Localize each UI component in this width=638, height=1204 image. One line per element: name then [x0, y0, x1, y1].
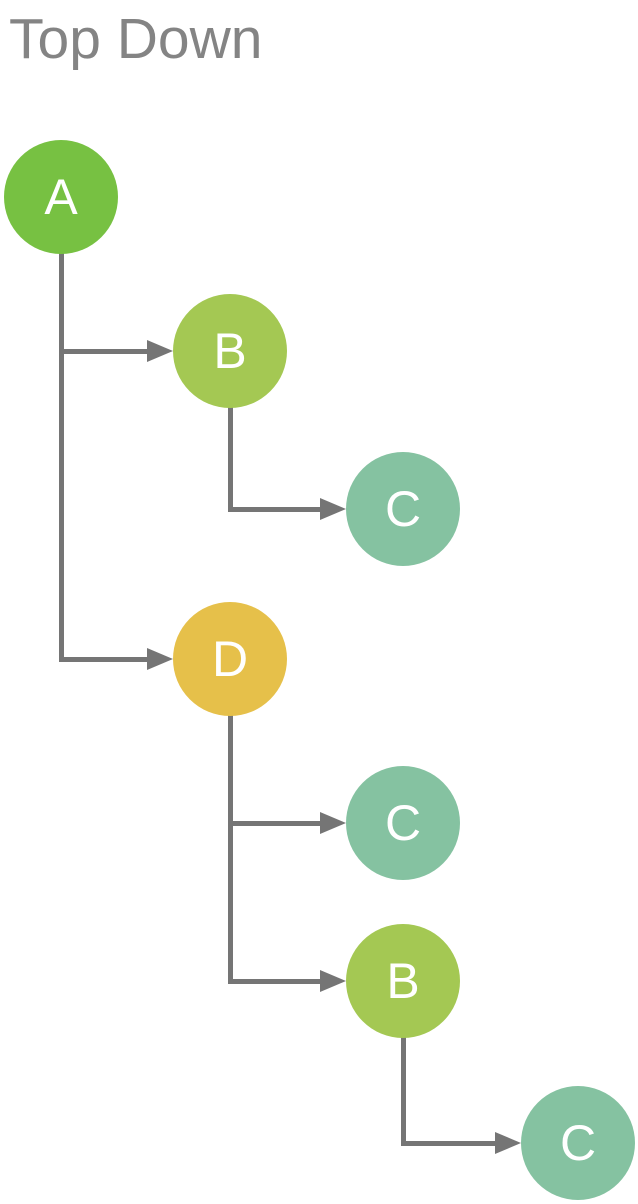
edge-D-C2-horizontal-line — [227, 820, 322, 826]
node-B2: B — [346, 924, 460, 1038]
edge-D-B2-arrowhead-icon — [320, 970, 346, 992]
edge-D-B2-horizontal-line — [227, 978, 322, 984]
edge-A-D-horizontal-line — [58, 656, 149, 662]
edge-A-B1-horizontal-line — [58, 348, 149, 354]
edge-B2-C3-vertical-line — [400, 1036, 406, 1146]
edge-B1-C1-horizontal-line — [227, 506, 322, 512]
node-A: A — [4, 140, 118, 254]
edge-A-D-vertical-line — [58, 252, 64, 662]
node-C2: C — [346, 766, 460, 880]
edge-D-C2-arrowhead-icon — [320, 812, 346, 834]
edge-A-B1-arrowhead-icon — [147, 340, 173, 362]
edge-B2-C3-arrowhead-icon — [495, 1132, 521, 1154]
node-D: D — [173, 602, 287, 716]
edge-A-D-arrowhead-icon — [147, 648, 173, 670]
node-C3: C — [521, 1086, 635, 1200]
node-C1: C — [346, 452, 460, 566]
edge-B1-C1-vertical-line — [227, 406, 233, 512]
edge-B2-C3-horizontal-line — [400, 1140, 497, 1146]
diagram-title: Top Down — [9, 7, 263, 71]
edge-B1-C1-arrowhead-icon — [320, 498, 346, 520]
node-B1: B — [173, 294, 287, 408]
edge-D-B2-vertical-line — [227, 714, 233, 984]
